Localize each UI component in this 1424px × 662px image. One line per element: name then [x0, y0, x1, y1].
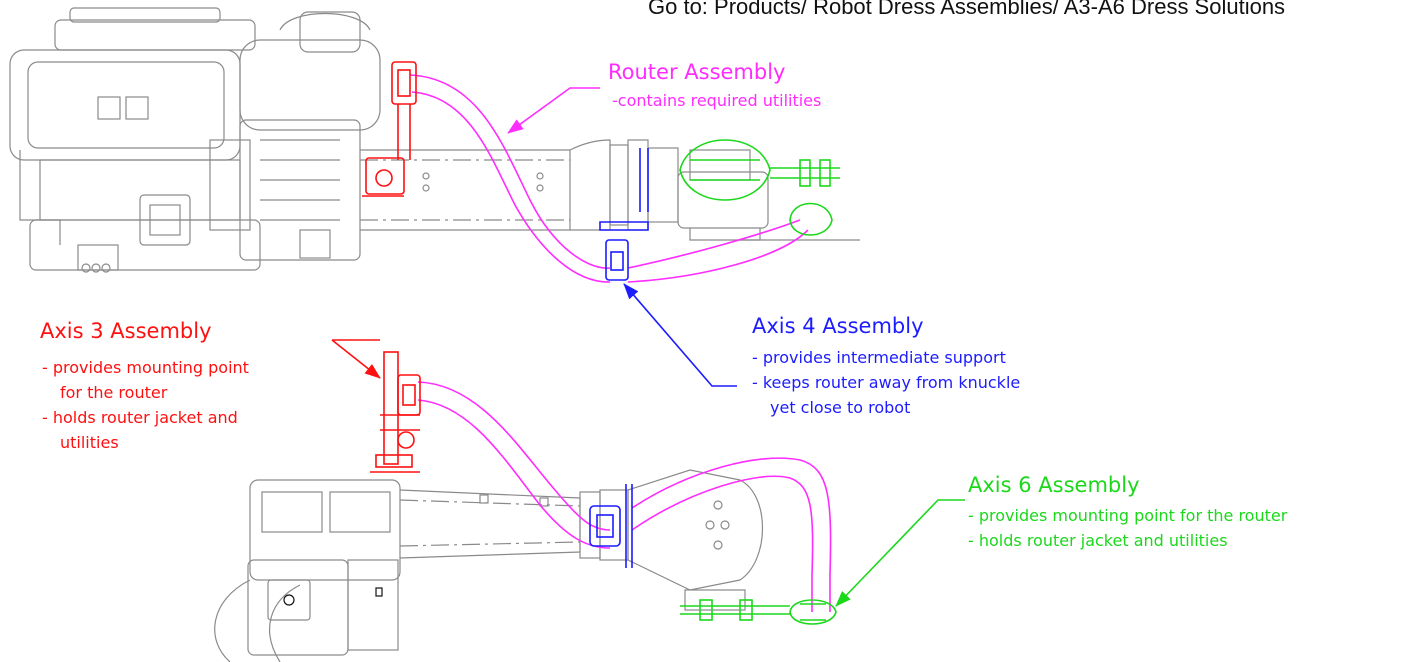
- axis3-assembly-bottom: [370, 351, 421, 473]
- products-nav-link[interactable]: Go to: Products/ Robot Dress Assemblies/…: [648, 0, 1286, 19]
- axis3-label-group: Axis 3 Assembly - provides mounting poin…: [40, 319, 249, 452]
- router-label-title: Router Assembly: [608, 60, 786, 84]
- axis6-assembly-bottom: [680, 599, 837, 625]
- axis4-label-line-2: - keeps router away from knuckle: [752, 373, 1020, 392]
- axis6-label-group: Axis 6 Assembly - provides mounting poin…: [968, 473, 1288, 550]
- axis4-label-group: Axis 4 Assembly - provides intermediate …: [752, 314, 1020, 417]
- axis4-leader-line: [623, 283, 737, 387]
- axis3-label-line-2: for the router: [60, 383, 168, 402]
- axis6-leader-line: [835, 499, 965, 607]
- axis3-label-title: Axis 3 Assembly: [40, 319, 212, 343]
- axis4-label-line-3: yet close to robot: [770, 398, 910, 417]
- axis6-label-line-2: - holds router jacket and utilities: [968, 531, 1228, 550]
- axis4-label-line-1: - provides intermediate support: [752, 348, 1006, 367]
- axis4-label-title: Axis 4 Assembly: [752, 314, 924, 338]
- router-label-group: Router Assembly -contains required utili…: [608, 60, 821, 110]
- axis6-label-title: Axis 6 Assembly: [968, 473, 1140, 497]
- router-label-line-1: -contains required utilities: [612, 91, 821, 110]
- axis3-label-line-1: - provides mounting point: [42, 358, 249, 377]
- axis3-label-line-4: utilities: [60, 433, 119, 452]
- axis4-assembly-bottom: [589, 484, 633, 568]
- router-leader-line: [507, 87, 600, 134]
- bottom-robot-drawing: [214, 469, 764, 662]
- axis4-assembly-top: [599, 148, 649, 281]
- axis3-assembly-top: [362, 61, 417, 197]
- axis3-label-line-3: - holds router jacket and: [42, 408, 238, 427]
- top-robot-drawing: [9, 7, 860, 273]
- axis6-assembly-top: [679, 139, 840, 236]
- axis6-label-line-1: - provides mounting point for the router: [968, 506, 1288, 525]
- axis3-leader-arrow: [331, 339, 381, 379]
